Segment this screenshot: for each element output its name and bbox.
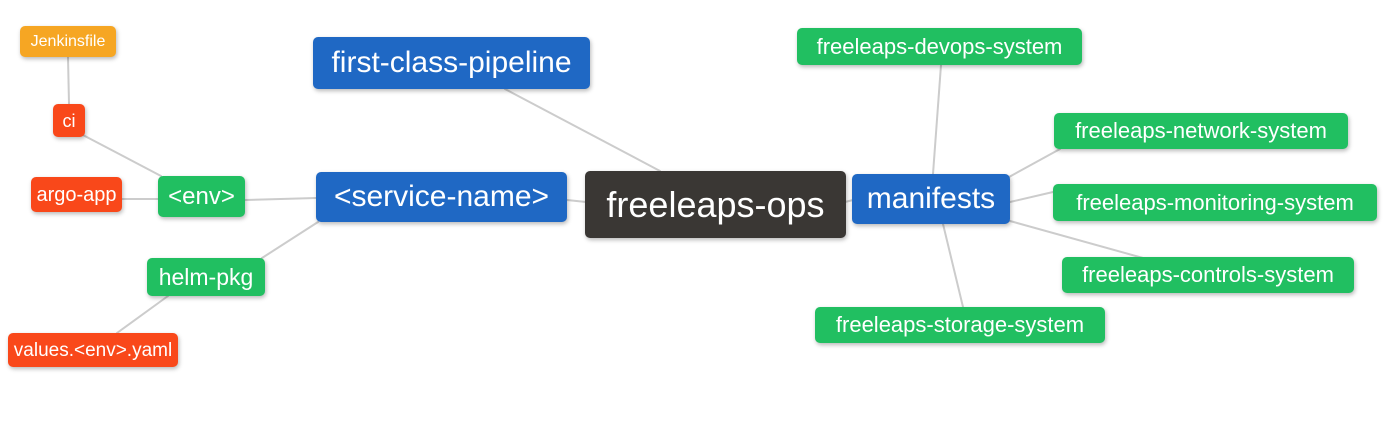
node-label-freeleaps-controls-system: freeleaps-controls-system	[1082, 262, 1334, 287]
node-freeleaps-monitoring-system[interactable]: freeleaps-monitoring-system	[1053, 184, 1377, 221]
node-jenkinsfile[interactable]: Jenkinsfile	[20, 26, 116, 57]
node-label-freeleaps-network-system: freeleaps-network-system	[1075, 118, 1327, 143]
edge-first-class-pipeline-to-freeleaps-ops	[504, 88, 661, 172]
node-freeleaps-storage-system[interactable]: freeleaps-storage-system	[815, 307, 1105, 343]
edge-ci-to-env	[80, 133, 162, 177]
node-values-env-yaml[interactable]: values.<env>.yaml	[8, 333, 178, 367]
node-label-service-name: <service-name>	[333, 180, 550, 213]
node-label-freeleaps-devops-system: freeleaps-devops-system	[816, 33, 1063, 59]
node-service-name[interactable]: <service-name>	[316, 172, 567, 222]
node-ci[interactable]: ci	[53, 104, 85, 137]
node-freeleaps-network-system[interactable]: freeleaps-network-system	[1054, 113, 1348, 149]
node-freeleaps-controls-system[interactable]: freeleaps-controls-system	[1062, 257, 1354, 293]
node-freeleaps-ops[interactable]: freeleaps-ops	[585, 171, 846, 238]
edge-manifests-to-freeleaps-storage-system	[942, 223, 964, 308]
edge-env-to-service-name	[244, 197, 317, 201]
edge-helm-pkg-to-values-env-yaml	[116, 295, 169, 334]
node-label-manifests: manifests	[866, 182, 996, 215]
edge-manifests-to-freeleaps-controls-system	[1009, 220, 1144, 259]
node-argo-app[interactable]: argo-app	[31, 177, 122, 212]
node-label-values-env-yaml: values.<env>.yaml	[13, 339, 173, 361]
node-first-class-pipeline[interactable]: first-class-pipeline	[313, 37, 590, 89]
node-label-ci: ci	[62, 110, 76, 131]
edge-manifests-to-freeleaps-devops-system	[932, 64, 942, 175]
node-label-freeleaps-storage-system: freeleaps-storage-system	[835, 312, 1085, 337]
node-helm-pkg[interactable]: helm-pkg	[147, 258, 265, 296]
node-env[interactable]: <env>	[158, 176, 245, 217]
node-label-freeleaps-monitoring-system: freeleaps-monitoring-system	[1076, 189, 1354, 215]
edge-service-name-to-helm-pkg	[261, 221, 319, 259]
edge-service-name-to-freeleaps-ops	[566, 199, 587, 203]
edge-jenkinsfile-to-ci	[67, 56, 70, 105]
node-label-helm-pkg: helm-pkg	[158, 263, 254, 290]
node-freeleaps-devops-system[interactable]: freeleaps-devops-system	[797, 28, 1082, 65]
edge-manifests-to-freeleaps-network-system	[1008, 148, 1061, 178]
node-label-argo-app: argo-app	[36, 183, 117, 206]
node-label-first-class-pipeline: first-class-pipeline	[331, 46, 572, 79]
node-label-env: <env>	[168, 182, 235, 210]
edge-manifests-to-freeleaps-monitoring-system	[1009, 191, 1054, 203]
node-label-freeleaps-ops: freeleaps-ops	[606, 183, 825, 225]
node-label-jenkinsfile: Jenkinsfile	[30, 32, 106, 50]
node-manifests[interactable]: manifests	[852, 174, 1010, 224]
